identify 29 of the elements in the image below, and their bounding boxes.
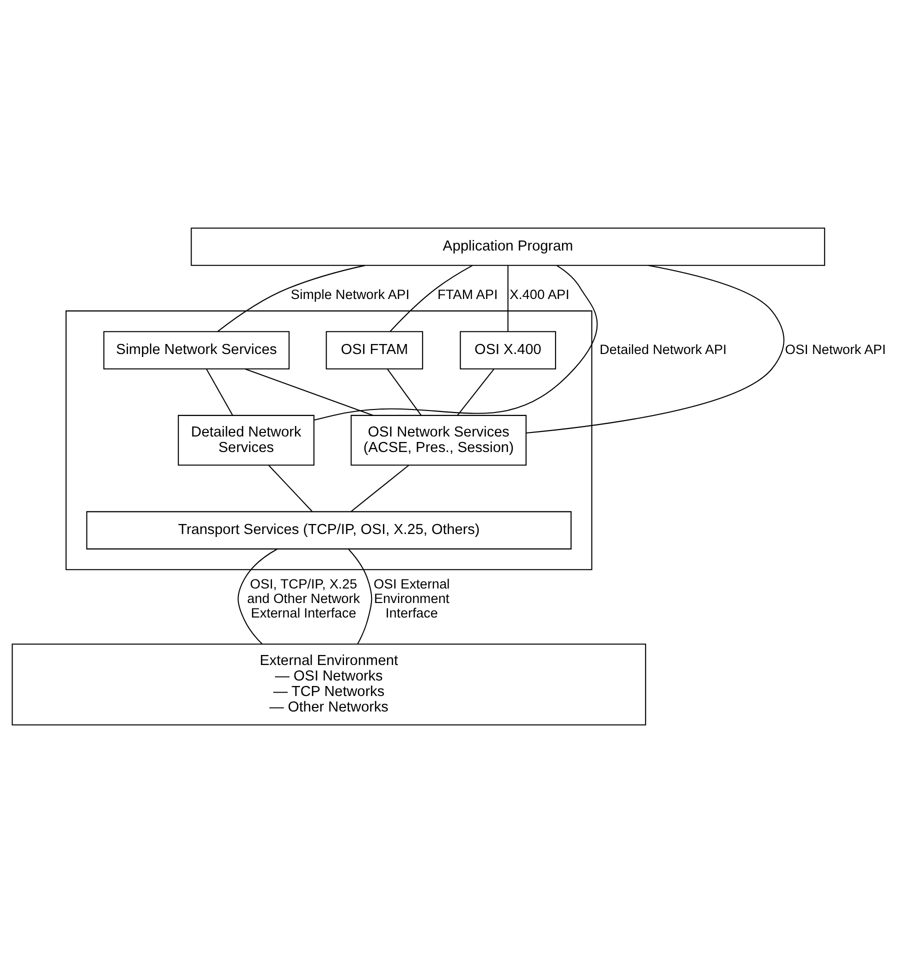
node-box: Application Program — [190, 228, 826, 266]
connector — [348, 549, 372, 644]
node-box: Simple Network Services — [103, 331, 290, 370]
edge-label: FTAM API — [437, 286, 498, 302]
edge-label: Detailed Network API — [600, 342, 727, 357]
node-box: Transport Services (TCP/IP, OSI, X.25, Others) — [86, 511, 572, 550]
node-box: Detailed Network Services — [178, 414, 314, 466]
connector — [268, 465, 312, 512]
edge-label: X.400 API — [510, 286, 570, 302]
connector — [457, 368, 494, 416]
connector — [390, 265, 473, 332]
node-box: OSI Network Services (ACSE, Pres., Session) — [350, 414, 527, 466]
edge-label: Simple Network API — [290, 286, 410, 302]
edge-label: OSI, TCP/IP, X.25 and Other Network External Interface — [247, 576, 360, 621]
connector — [507, 265, 508, 332]
node-box: OSI X.400 — [460, 331, 556, 370]
edge-label: OSI External Environment Interface — [374, 576, 450, 621]
connector — [526, 264, 784, 434]
connector — [217, 264, 366, 332]
connector — [314, 265, 598, 421]
cluster — [66, 310, 592, 570]
connector — [238, 548, 278, 644]
edge-label: OSI Network API — [785, 342, 886, 357]
node-box: External Environment — OSI Networks — TCP Networks — Other Networks — [12, 644, 646, 726]
connector — [350, 464, 410, 512]
connector — [206, 368, 233, 416]
connector — [387, 368, 422, 416]
connector — [245, 368, 374, 416]
node-box: OSI FTAM — [326, 331, 424, 370]
